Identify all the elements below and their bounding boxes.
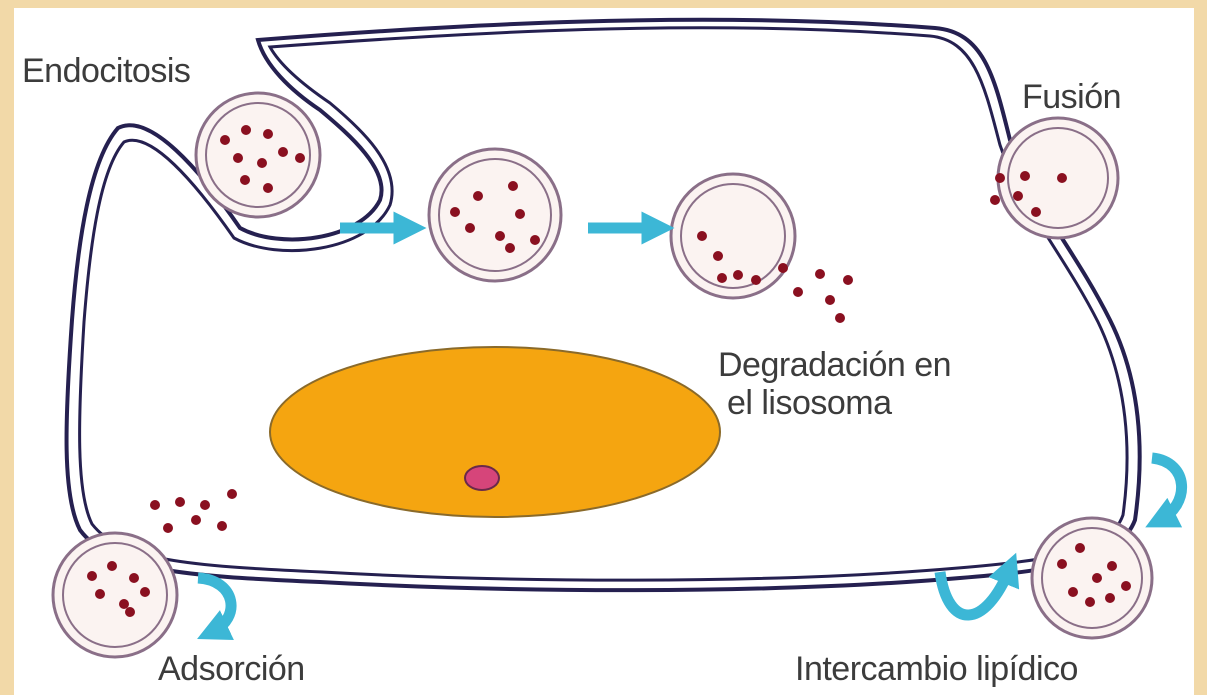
label-endocitosis: Endocitosis	[22, 52, 190, 90]
particle	[220, 135, 230, 145]
particle	[241, 125, 251, 135]
particle	[825, 295, 835, 305]
curved-arrow-icon	[198, 578, 231, 632]
particle	[191, 515, 201, 525]
particle	[778, 263, 788, 273]
particle	[163, 523, 173, 533]
particle	[129, 573, 139, 583]
particle	[843, 275, 853, 285]
particle	[87, 571, 97, 581]
particle	[1085, 597, 1095, 607]
particle	[530, 235, 540, 245]
particle	[990, 195, 1000, 205]
label-degradacion: Degradación en el lisosoma	[718, 346, 951, 422]
curved-arrow-icon	[1152, 458, 1182, 520]
particle	[515, 209, 525, 219]
particle	[240, 175, 250, 185]
particle	[751, 275, 761, 285]
particle	[1057, 173, 1067, 183]
particle	[227, 489, 237, 499]
particle	[473, 191, 483, 201]
particle	[697, 231, 707, 241]
particle	[263, 183, 273, 193]
particle	[233, 153, 243, 163]
particle	[1020, 171, 1030, 181]
particle	[1092, 573, 1102, 583]
label-fusion: Fusión	[1022, 78, 1121, 116]
particle	[505, 243, 515, 253]
particle	[1105, 593, 1115, 603]
particle	[107, 561, 117, 571]
particle	[263, 129, 273, 139]
vesicle-transport	[429, 149, 561, 281]
particle	[140, 587, 150, 597]
particle	[793, 287, 803, 297]
particle	[295, 153, 305, 163]
particle	[1031, 207, 1041, 217]
particle	[713, 251, 723, 261]
vesicle-adsorption	[53, 533, 177, 657]
label-intercambio: Intercambio lipídico	[795, 650, 1078, 688]
particle	[278, 147, 288, 157]
particle	[1107, 561, 1117, 571]
particle	[217, 521, 227, 531]
particle	[835, 313, 845, 323]
particle	[495, 231, 505, 241]
particle	[1075, 543, 1085, 553]
particle	[119, 599, 129, 609]
particle	[125, 607, 135, 617]
particle	[733, 270, 743, 280]
particle	[1013, 191, 1023, 201]
particle	[815, 269, 825, 279]
vesicle-lysosome	[671, 174, 795, 298]
particle	[1068, 587, 1078, 597]
particle	[995, 173, 1005, 183]
particle	[1121, 581, 1131, 591]
particle	[508, 181, 518, 191]
nucleus	[270, 347, 720, 517]
label-adsorcion: Adsorción	[158, 650, 305, 688]
particle	[450, 207, 460, 217]
particle	[95, 589, 105, 599]
particle	[1057, 559, 1067, 569]
particle	[175, 497, 185, 507]
particle	[200, 500, 210, 510]
particle	[465, 223, 475, 233]
particle	[717, 273, 727, 283]
nucleolus	[465, 466, 499, 490]
particle	[257, 158, 267, 168]
particle	[150, 500, 160, 510]
